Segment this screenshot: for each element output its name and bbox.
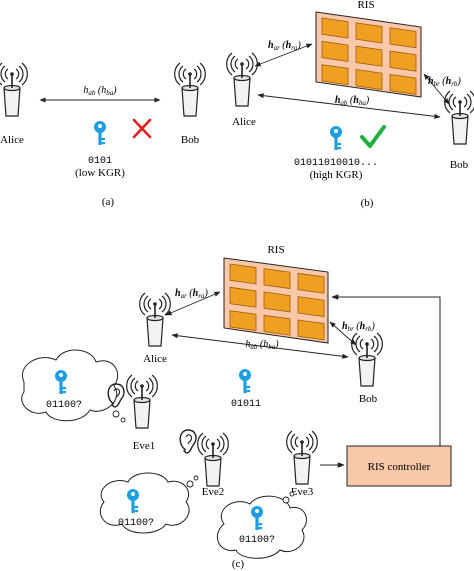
controller-to-ris-arrow	[331, 294, 441, 446]
ris-element	[355, 69, 383, 91]
green-check-icon	[360, 125, 386, 148]
eve2-label: Eve2	[202, 486, 225, 498]
panel-b: RIS Alice Bob har (hra) hbr (hrb) hab (h…	[225, 0, 474, 209]
bob-router-icon	[173, 62, 207, 117]
key-icon	[94, 121, 106, 145]
h-ar-label: har (hra)	[268, 40, 301, 52]
ris-element	[389, 27, 417, 49]
key-bits: 01011010010...	[294, 158, 378, 169]
ris-controller-box	[346, 445, 452, 487]
ris-surface	[223, 257, 329, 344]
ris-element	[297, 296, 325, 318]
eve2-router-icon	[196, 432, 230, 487]
bob-router-icon	[443, 90, 474, 145]
alice-router-icon	[138, 292, 172, 347]
caption-c: (c)	[232, 558, 245, 570]
red-cross-icon	[132, 118, 152, 139]
ris-element	[297, 272, 325, 294]
ris-element	[229, 286, 257, 308]
alice-label: Alice	[143, 353, 167, 365]
h-ab-label: hab (hba)	[335, 95, 370, 107]
bob-label: Bob	[181, 134, 200, 146]
h-ab-arrow	[171, 333, 349, 359]
ris-controller-label: RIS controller	[368, 461, 431, 473]
panel-a: Alice Bob hab (hba) 0101 (low KGR) (a)	[0, 62, 207, 208]
alice-label: Alice	[0, 134, 24, 146]
eve2-guess: 01100?	[118, 518, 154, 529]
kgr-note: (low KGR)	[75, 167, 125, 179]
bob-router-icon	[350, 332, 384, 387]
eve3-router-icon	[285, 430, 319, 485]
ris-label: RIS	[267, 244, 284, 256]
key-bits: 01011	[231, 399, 261, 410]
alice-label: Alice	[232, 116, 256, 128]
key-bits: 0101	[88, 156, 112, 167]
alice-router-icon	[0, 62, 29, 117]
ris-element	[355, 22, 383, 44]
key-icon	[239, 369, 251, 393]
bob-label: Bob	[450, 159, 469, 171]
eve3-guess: 01100?	[239, 535, 275, 546]
ris-element	[321, 17, 349, 39]
ris-element	[263, 291, 291, 313]
h-ab-label: hab (hba)	[245, 339, 279, 351]
ris-label: RIS	[357, 0, 374, 11]
eve3-label: Eve3	[291, 486, 314, 498]
kgr-note: (high KGR)	[310, 169, 363, 181]
eve1-guess: 01100?	[46, 400, 82, 411]
eve1-thought-cloud	[21, 349, 126, 423]
alice-router-icon	[225, 52, 259, 107]
ris-element	[229, 310, 257, 332]
eve1-router-icon	[125, 374, 159, 429]
h-ar-arrow	[254, 43, 313, 67]
ris-element	[229, 263, 257, 285]
h-br-label: hbr (hrb)	[428, 76, 461, 88]
ris-element	[321, 40, 349, 62]
h-ab-arrow	[257, 93, 441, 119]
h-br-label: hbr (hrb)	[342, 321, 375, 333]
ris-element	[263, 314, 291, 336]
h-br-arrow	[423, 73, 450, 105]
caption-a: (a)	[102, 196, 115, 208]
h-ar-arrow	[165, 291, 221, 316]
ris-element	[321, 64, 349, 86]
ris-element	[355, 45, 383, 67]
eve2-thought-cloud	[99, 472, 199, 534]
h-ar-label: har (hra)	[175, 288, 208, 300]
bob-label: Bob	[359, 393, 378, 405]
ris-element	[297, 319, 325, 341]
ris-element	[263, 268, 291, 290]
caption-b: (b)	[361, 197, 374, 209]
eve1-label: Eve1	[133, 440, 156, 452]
ris-element	[389, 73, 417, 95]
channel-ab-label: hab (hba)	[83, 85, 117, 97]
panel-c: RIS Alice Bob har (hra) hbr (hrb) hab (h…	[21, 244, 452, 570]
ris-element	[389, 50, 417, 72]
ear-icon	[179, 429, 197, 454]
key-icon	[330, 126, 342, 150]
ris-surface	[315, 11, 422, 98]
